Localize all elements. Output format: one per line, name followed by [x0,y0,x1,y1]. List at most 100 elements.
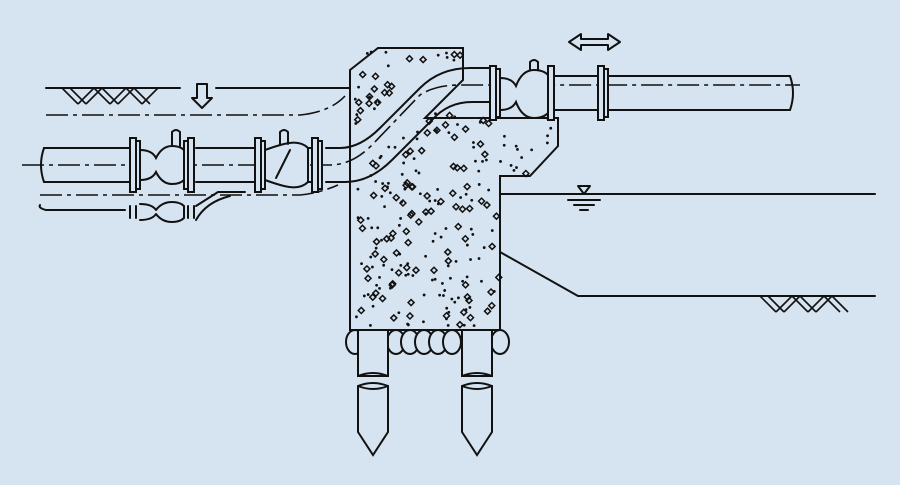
aggregate-dot [380,194,384,198]
aggregate-dot [530,148,534,152]
aggregate-dot [450,297,454,301]
aggregate-stone [402,227,411,236]
aggregate-dot [454,259,458,263]
aggregate-dot [442,294,445,297]
aggregate-dot [453,115,457,119]
ground-hatch-right [499,251,876,313]
aggregate-stone [372,237,381,246]
aggregate-dot [441,282,444,285]
aggregate-stone [406,211,415,220]
aggregate-dot [431,239,435,243]
aggregate-dot [436,187,440,191]
aggregate-stone [353,115,362,124]
ground-hatch-left [45,87,351,105]
aggregate-stone [448,189,457,198]
aggregate-dot [433,232,437,235]
aggregate-stone [358,70,367,79]
concrete-aggregate [353,50,553,329]
aggregate-dot [414,169,418,173]
aggregate-dot [397,311,401,315]
aggregate-stone [371,289,380,298]
aggregate-dot [434,112,437,116]
aggregate-stone [445,111,454,120]
aggregate-dot [428,199,432,203]
aggregate-stone [488,242,497,251]
aggregate-stone [404,238,413,247]
aggregate-dot [366,217,370,220]
aggregate-dot [382,263,386,267]
aggregate-dot [520,156,524,159]
aggregate-stone [461,280,470,289]
aggregate-stone [388,280,397,290]
aggregate-dot [435,129,439,132]
aggregate-dot [465,275,469,279]
aggregate-dot [457,296,460,300]
aggregate-dot [388,191,392,195]
aggregate-dot [360,262,363,266]
aggregate-dot [492,290,496,293]
aggregate-stone [450,133,459,142]
aggregate-stone [476,140,485,149]
aggregate-dot [377,100,381,104]
aggregate-dot [453,300,457,304]
aggregate-dot [445,56,449,59]
aggregate-dot [381,182,385,185]
aggregate-stone [484,119,493,128]
aggregate-dot [477,257,481,260]
aggregate-stone [477,197,486,206]
aggregate-dot [470,198,474,202]
aggregate-stone [354,98,363,107]
aggregate-dot [390,268,394,272]
aggregate-dot [471,233,475,236]
aggregate-dot [400,172,404,176]
aggregate-dot [354,122,358,125]
aggregate-stone [369,191,378,200]
water-level-symbol [499,185,876,211]
aggregate-dot [406,322,409,326]
aggregate-dot [461,279,465,283]
aggregate-stone [378,294,387,303]
aggregate-stone [389,313,398,322]
aggregate-dot [446,264,450,268]
aggregate-stone [401,150,410,159]
aggregate-dot [386,181,390,185]
aggregate-stone [383,80,392,89]
aggregate-stone [371,161,381,170]
aggregate-stone [444,256,453,266]
aggregate-stone [363,274,373,283]
aggregate-stone [442,311,451,320]
aggregate-stone [387,233,396,243]
aggregate-dot [469,258,472,261]
aggregate-dot [402,136,405,140]
aggregate-dot [433,199,437,202]
aggregate-stone [479,116,488,125]
aggregate-stone [465,204,474,213]
aggregate-dot [514,144,518,148]
aggregate-dot [464,192,468,196]
aggregate-dot [445,306,449,310]
aggregate-stone [429,266,439,275]
displaced-pipe-line [40,184,339,196]
aggregate-dot [411,274,415,277]
aggregate-dot [402,161,406,165]
displaced-joint-ghost [38,191,246,223]
aggregate-stone [492,212,501,221]
aggregate-stone [394,268,403,277]
aggregate-dot [399,217,403,220]
aggregate-dot [480,279,483,283]
aggregate-dot [384,50,388,54]
aggregate-stone [480,150,489,159]
aggregate-stone [463,292,472,302]
aggregate-dot [499,160,502,163]
aggregate-stone [405,54,414,63]
aggregate-dot [468,306,472,309]
aggregate-stone [385,88,394,98]
aggregate-dot [472,145,475,149]
aggregate-stone [403,178,412,187]
aggregate-stone [432,126,441,135]
aggregate-dot [412,157,416,161]
aggregate-dot [375,283,378,287]
aggregate-stone [450,50,459,59]
aggregate-stone [423,128,432,137]
pipe-centerline [22,84,800,166]
